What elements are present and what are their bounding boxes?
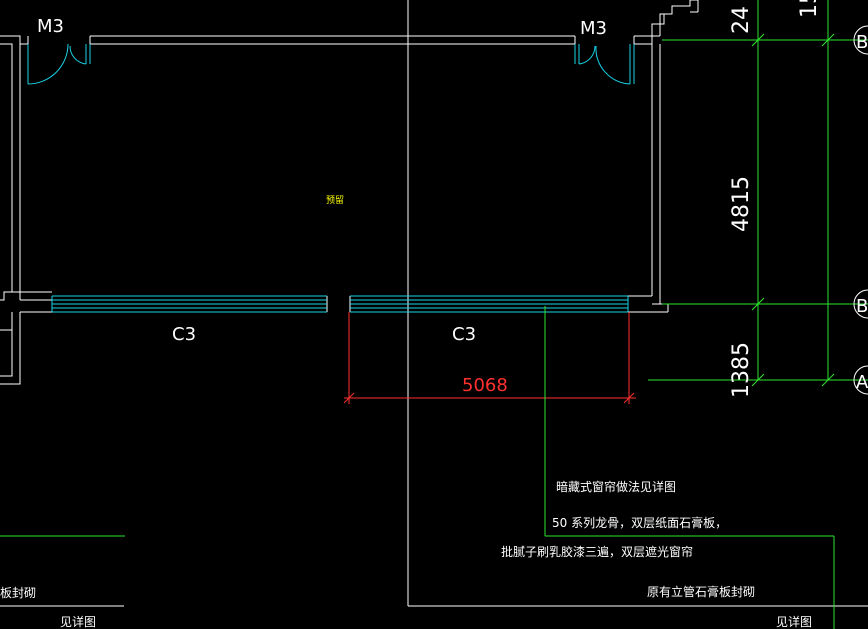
door-left — [27, 43, 91, 85]
note-paint: 批腻子刷乳胶漆三遍，双层遮光窗帘 — [501, 544, 693, 559]
room-walls — [0, 0, 699, 385]
dim-top-value: 24 — [729, 6, 754, 34]
dim-far-top-value: 15 — [797, 0, 822, 18]
axis-bubble-a: A — [853, 365, 868, 395]
window-label-right: C3 — [452, 324, 476, 345]
svg-text:B: B — [856, 296, 868, 317]
note-gypsum-board: 50 系列龙骨，双层纸面石膏板， — [552, 515, 727, 530]
axis-bubble-b-top: B — [853, 25, 868, 55]
dimension-lines-right — [648, 0, 868, 387]
axis-bubble-b-mid: B — [853, 289, 868, 319]
note-leaders — [0, 306, 835, 629]
door-right — [574, 44, 635, 85]
window-left — [51, 295, 327, 313]
window-right — [350, 295, 629, 313]
svg-text:B: B — [856, 32, 868, 53]
room-label: 预留 — [326, 194, 344, 206]
door-label-right: M3 — [580, 18, 607, 39]
note-see-detail-right: 见详图 — [776, 614, 812, 629]
note-riser-enclosure: 原有立管石膏板封砌 — [647, 584, 755, 599]
dim-bottom-value: 1385 — [729, 342, 754, 398]
note-curtain-detail: 暗藏式窗帘做法见详图 — [556, 479, 676, 494]
red-dimension — [343, 312, 636, 404]
left-note-see-detail: 见详图 — [60, 614, 96, 629]
left-note-enclosure: 板封砌 — [0, 586, 36, 600]
window-label-left: C3 — [172, 324, 196, 345]
red-dimension-value: 5068 — [462, 375, 508, 396]
door-label-left: M3 — [37, 16, 64, 37]
svg-text:A: A — [856, 372, 868, 393]
dim-mid-value: 4815 — [729, 176, 754, 232]
